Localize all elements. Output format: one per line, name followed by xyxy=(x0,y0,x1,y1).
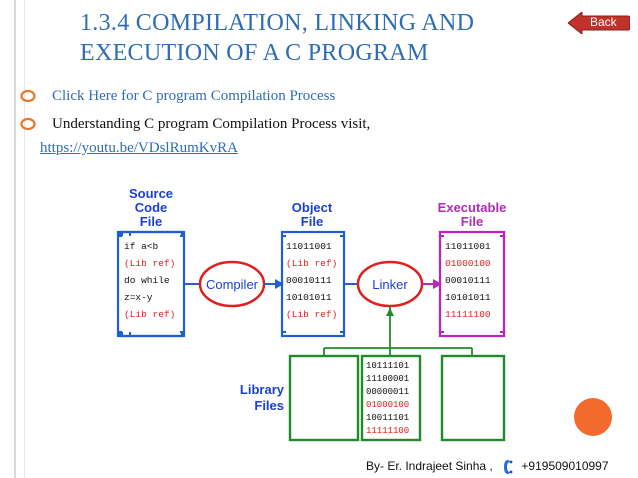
library-line-3: 00000011 xyxy=(366,387,409,397)
library-line-5: 10011101 xyxy=(366,413,409,423)
library-label-line2: Files xyxy=(254,398,284,413)
phone-icon xyxy=(504,460,513,474)
source-label-line3: File xyxy=(140,214,162,229)
executable-file-box xyxy=(438,230,506,338)
object-label-line2: File xyxy=(301,214,323,229)
object-line-2: (Lib ref) xyxy=(286,258,337,269)
source-line-5: (Lib ref) xyxy=(124,309,175,320)
executable-line-1: 11011001 xyxy=(445,241,491,252)
library-box-2 xyxy=(360,354,422,442)
arrow-compiler-to-object xyxy=(275,279,284,289)
footer-phone: +919509010997 xyxy=(521,459,609,474)
library-box-3 xyxy=(440,354,506,442)
bullet-item-understanding: Understanding C program Compilation Proc… xyxy=(20,114,370,134)
bullet-ring-icon xyxy=(20,117,36,130)
back-button-label: Back xyxy=(590,15,617,29)
executable-line-4: 10101011 xyxy=(445,292,491,303)
object-line-4: 10101011 xyxy=(286,292,332,303)
executable-line-2: 01000100 xyxy=(445,258,491,269)
compilation-diagram: Source Code File Object File Executable … xyxy=(116,186,507,442)
library-box-1 xyxy=(288,354,360,442)
source-label-line2: Code xyxy=(135,200,168,215)
executable-label-line2: File xyxy=(461,214,483,229)
compiler-label: Compiler xyxy=(206,277,259,292)
slide-title-line2: EXECUTION OF A C PROGRAM xyxy=(80,40,429,66)
slide-frame-line xyxy=(14,0,16,478)
slide-frame-line-inner xyxy=(24,0,25,478)
library-connectors xyxy=(323,306,473,356)
decorative-orange-circle xyxy=(574,398,612,436)
object-line-1: 11011001 xyxy=(286,241,332,252)
bullet-ring-icon xyxy=(20,89,36,102)
youtube-link[interactable]: https://youtu.be/VDslRumKvRA xyxy=(40,140,238,156)
source-line-3: do while xyxy=(124,275,170,286)
back-button[interactable]: Back xyxy=(568,12,630,34)
library-line-4: 01000100 xyxy=(366,400,409,410)
footer-author: By- Er. Indrajeet Sinha , xyxy=(366,459,493,474)
bullet-item-compilation-link[interactable]: Click Here for C program Compilation Pro… xyxy=(20,86,335,106)
source-code-box xyxy=(116,230,186,338)
source-label-line1: Source xyxy=(129,186,173,201)
executable-line-5: 11111100 xyxy=(445,309,491,320)
library-line-1: 10111101 xyxy=(366,361,409,371)
source-line-2: (Lib ref) xyxy=(124,258,175,269)
library-line-2: 11100001 xyxy=(366,374,409,384)
source-line-4: z=x-y xyxy=(124,292,153,303)
slide-title: 1.3.4 COMPILATION, LINKING AND EXECUTION… xyxy=(80,8,560,68)
bullet-text-1: Click Here for C program Compilation Pro… xyxy=(52,88,336,104)
linker-label: Linker xyxy=(372,277,408,292)
source-line-1: if a<b xyxy=(124,241,159,252)
executable-line-3: 00010111 xyxy=(445,275,491,286)
slide-title-line1: 1.3.4 COMPILATION, LINKING AND xyxy=(80,10,475,36)
back-arrow-icon xyxy=(568,12,630,34)
library-label-line1: Library xyxy=(240,382,285,397)
library-line-6: 11111100 xyxy=(366,426,409,436)
arrow-linker-to-executable xyxy=(433,279,442,289)
executable-label-line1: Executable xyxy=(438,200,507,215)
object-line-3: 00010111 xyxy=(286,275,332,286)
object-label-line1: Object xyxy=(292,200,333,215)
bullet-text-2: Understanding C program Compilation Proc… xyxy=(52,116,371,132)
object-line-5: (Lib ref) xyxy=(286,309,337,320)
footer-credit: By- Er. Indrajeet Sinha , +919509010997 xyxy=(366,459,609,475)
